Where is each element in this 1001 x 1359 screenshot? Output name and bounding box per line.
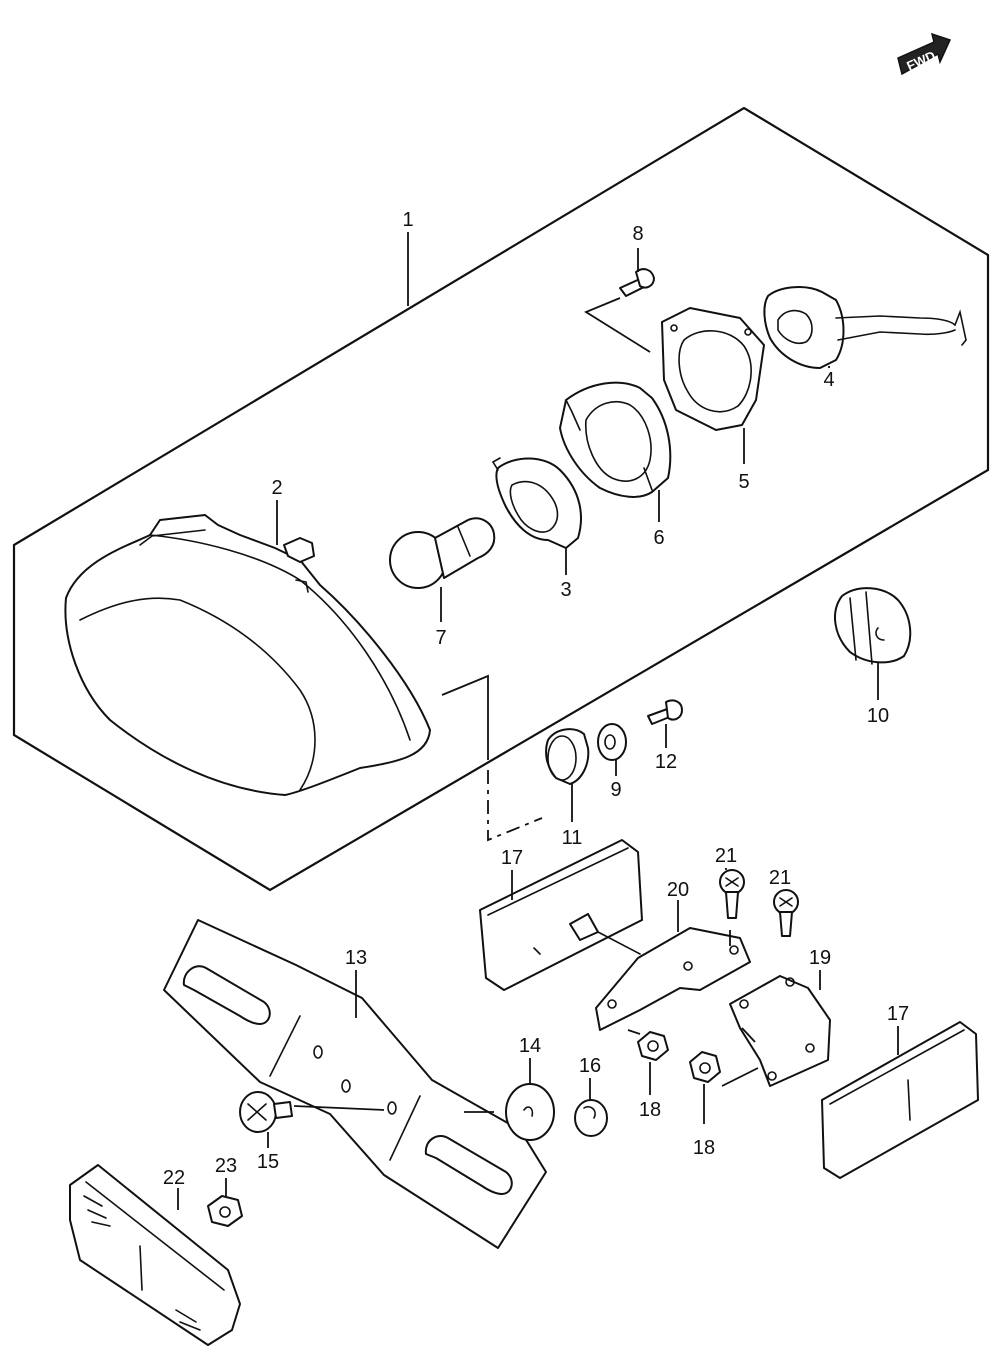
- callout-7: 7: [435, 627, 446, 649]
- callout-20: 20: [667, 879, 689, 901]
- grommet-11: [545, 728, 590, 785]
- callout-10: 10: [867, 705, 889, 727]
- fwd-label: FWD: [904, 48, 937, 74]
- gasket: [661, 307, 765, 431]
- callout-21-left: 21: [715, 845, 737, 867]
- callout-8: 8: [632, 223, 643, 245]
- nut-18-right: [689, 1051, 721, 1083]
- leader-lines: [177, 232, 899, 1210]
- screw-8: [619, 268, 655, 297]
- callout-3: 3: [560, 579, 571, 601]
- cap-nut-16: [574, 1099, 608, 1137]
- callout-1: 1: [402, 209, 413, 231]
- socket-plate: [491, 457, 582, 549]
- callout-18-right: 18: [693, 1137, 715, 1159]
- bulb: [389, 517, 496, 589]
- retaining-ring: [559, 381, 672, 498]
- callout-labels: 1 2 3 4 5 6 7 8 9 10 11 12 13 14 15 16 1…: [163, 209, 909, 1189]
- screw-21-right: [773, 889, 799, 937]
- callout-22: 22: [163, 1167, 185, 1189]
- callout-21-right: 21: [769, 867, 791, 889]
- callout-12: 12: [655, 751, 677, 773]
- callout-16: 16: [579, 1055, 601, 1077]
- bracket-20: [569, 913, 751, 1031]
- nut-18-left: [637, 1031, 669, 1061]
- screw-21-left: [719, 869, 745, 919]
- license-plate-bracket: [163, 919, 547, 1249]
- callout-18-left: 18: [639, 1099, 661, 1121]
- reflector-22: [69, 1164, 241, 1346]
- callout-17-lower: 17: [887, 1003, 909, 1025]
- callout-4: 4: [823, 369, 834, 391]
- callout-23: 23: [215, 1155, 237, 1177]
- reflector-lower: [821, 1021, 979, 1179]
- callout-19: 19: [809, 947, 831, 969]
- reflector-upper: [479, 839, 643, 991]
- bolt-15: [239, 1091, 293, 1133]
- fwd-arrow-icon: FWD: [897, 32, 952, 76]
- callout-2: 2: [271, 477, 282, 499]
- assembly-frame: [12, 106, 990, 892]
- rubber-cap: [834, 587, 912, 665]
- callout-11: 11: [562, 827, 583, 849]
- callout-6: 6: [653, 527, 664, 549]
- screw-12: [647, 699, 683, 725]
- callout-15: 15: [257, 1151, 279, 1173]
- callout-17-upper: 17: [501, 847, 523, 869]
- bulb-socket-harness: [763, 286, 967, 369]
- washer-9: [597, 723, 627, 761]
- bracket-19: [729, 975, 831, 1087]
- callout-5: 5: [738, 471, 749, 493]
- callout-14: 14: [519, 1035, 541, 1057]
- nut-23: [207, 1195, 243, 1227]
- tail-lamp-housing: [64, 514, 431, 796]
- callout-13: 13: [345, 947, 367, 969]
- callout-9: 9: [610, 779, 621, 801]
- cap-14: [505, 1083, 555, 1141]
